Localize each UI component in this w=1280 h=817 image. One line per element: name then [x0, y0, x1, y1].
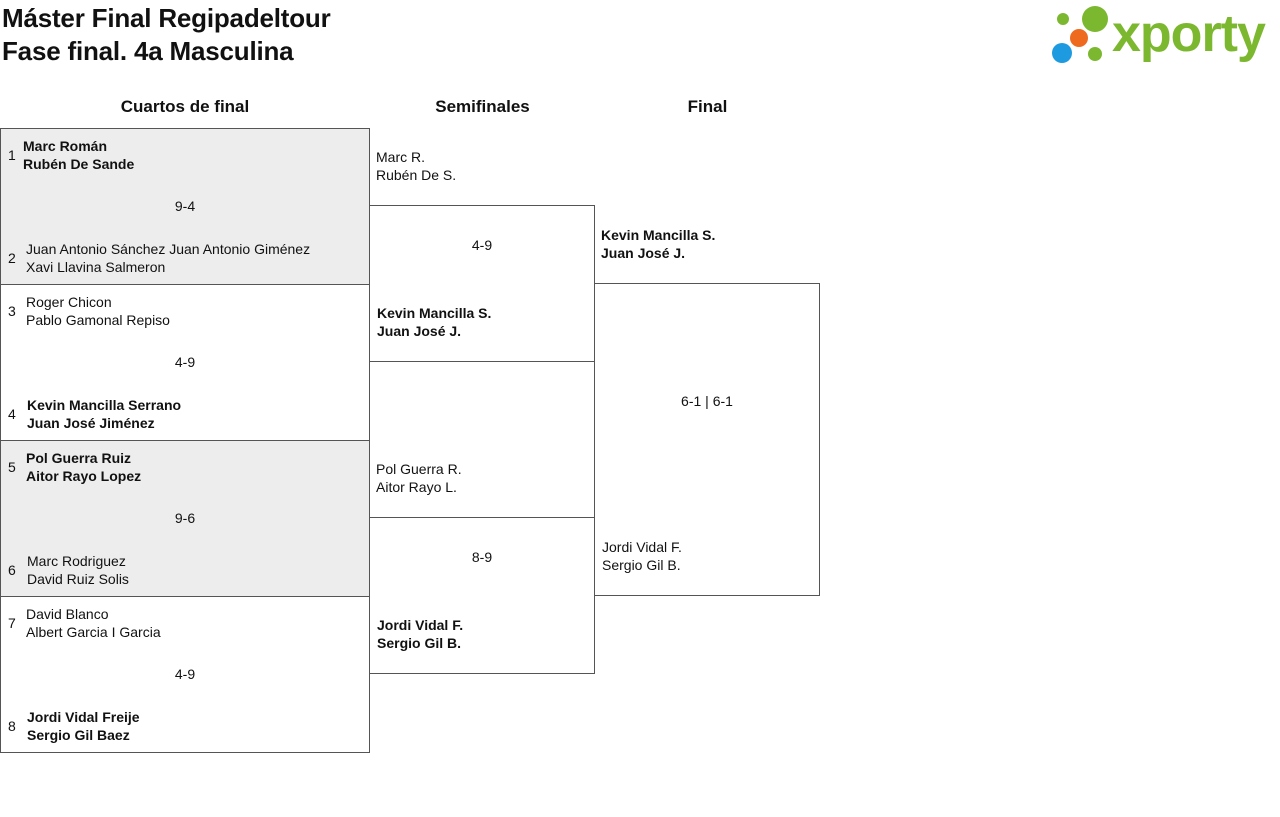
player-name: Juan José J. [377, 323, 462, 339]
seed-number: 8 [8, 718, 16, 734]
player-name: Albert Garcia I Garcia [26, 624, 161, 640]
semifinal-team-entry[interactable]: Kevin Mancilla S. Juan José J. [377, 304, 491, 340]
page-subtitle: Fase final. 4a Masculina [2, 36, 294, 66]
logo-dot-green-bottom [1088, 47, 1102, 61]
quarterfinal-match-2: 3 Roger Chicon Pablo Gamonal Repiso 4-9 … [0, 284, 370, 441]
player-name: Marc R. [376, 149, 425, 165]
logo-dot-orange [1070, 29, 1088, 47]
player-name: Roger Chicon [26, 294, 112, 310]
player-name: Rubén De S. [376, 167, 457, 183]
player-name: Kevin Mancilla Serrano [27, 397, 182, 413]
semifinal-match-2: 8-9 Jordi Vidal F. Sergio Gil B. [369, 517, 595, 674]
player-name: Jordi Vidal Freije [27, 709, 140, 725]
seed-number: 4 [8, 406, 16, 422]
match-score: 4-9 [174, 354, 196, 370]
player-name: Aitor Rayo L. [376, 479, 457, 495]
logo-dot-green-small [1057, 13, 1069, 25]
round-header-semifinals: Semifinales [435, 97, 530, 116]
xporty-logo[interactable]: xporty [1050, 4, 1276, 66]
logo-text: xporty [1112, 5, 1266, 63]
player-name: Sergio Gil B. [377, 635, 462, 651]
player-name: Sergio Gil B. [602, 557, 681, 573]
team-entry[interactable]: Marc Román Rubén De Sande [23, 137, 134, 173]
team-entry[interactable]: Juan Antonio Sánchez Juan Antonio Giméne… [26, 240, 310, 276]
player-name: Pol Guerra Ruiz [26, 450, 132, 466]
round-header-final: Final [687, 97, 728, 116]
seed-number: 5 [8, 459, 16, 475]
player-name: Xavi Llavina Salmeron [26, 259, 166, 275]
logo-dot-blue [1052, 43, 1072, 63]
match-score: 4-9 [471, 237, 493, 253]
team-entry[interactable]: Kevin Mancilla Serrano Juan José Jiménez [27, 396, 181, 432]
final-team-entry[interactable]: Kevin Mancilla S. Juan José J. [601, 226, 715, 262]
final-team-entry[interactable]: Jordi Vidal F. Sergio Gil B. [602, 538, 682, 574]
quarterfinal-match-3: 5 Pol Guerra Ruiz Aitor Rayo Lopez 9-6 6… [0, 440, 370, 597]
final-match: 6-1 | 6-1 Jordi Vidal F. Sergio Gil B. [594, 283, 820, 596]
team-entry[interactable]: David Blanco Albert Garcia I Garcia [26, 605, 161, 641]
team-entry[interactable]: Jordi Vidal Freije Sergio Gil Baez [27, 708, 140, 744]
player-name: Pablo Gamonal Repiso [26, 312, 170, 328]
match-score: 4-9 [174, 666, 196, 682]
player-name: Sergio Gil Baez [27, 727, 130, 743]
player-name: Juan José Jiménez [27, 415, 155, 431]
semifinal-team-entry[interactable]: Jordi Vidal F. Sergio Gil B. [377, 616, 463, 652]
match-score: 9-6 [174, 510, 196, 526]
player-name: Marc Román [23, 138, 108, 154]
player-name: Juan José J. [601, 245, 686, 261]
round-header-quarterfinals: Cuartos de final [120, 97, 250, 116]
player-name: Pol Guerra R. [376, 461, 462, 477]
player-name: Kevin Mancilla S. [601, 227, 716, 243]
quarterfinal-match-4: 7 David Blanco Albert Garcia I Garcia 4-… [0, 596, 370, 753]
player-name: Aitor Rayo Lopez [26, 468, 142, 484]
logo-dot-green-large [1082, 6, 1108, 32]
player-name: David Ruiz Solis [27, 571, 129, 587]
team-entry[interactable]: Roger Chicon Pablo Gamonal Repiso [26, 293, 170, 329]
semifinal-match-1: 4-9 Kevin Mancilla S. Juan José J. [369, 205, 595, 362]
player-name: David Blanco [26, 606, 109, 622]
semifinal-team-entry[interactable]: Pol Guerra R. Aitor Rayo L. [376, 460, 462, 496]
player-name: Marc Rodriguez [27, 553, 126, 569]
match-score: 6-1 | 6-1 [681, 393, 733, 409]
match-score: 9-4 [174, 198, 196, 214]
seed-number: 7 [8, 615, 16, 631]
seed-number: 2 [8, 250, 16, 266]
team-entry[interactable]: Marc Rodriguez David Ruiz Solis [27, 552, 129, 588]
player-name: Rubén De Sande [23, 156, 135, 172]
player-name: Kevin Mancilla S. [377, 305, 492, 321]
player-name: Jordi Vidal F. [377, 617, 464, 633]
seed-number: 3 [8, 303, 16, 319]
match-score: 8-9 [471, 549, 493, 565]
semifinal-team-entry[interactable]: Marc R. Rubén De S. [376, 148, 456, 184]
page-title: Máster Final Regipadeltour [2, 3, 331, 33]
player-name: Juan Antonio Sánchez Juan Antonio Giméne… [26, 241, 311, 257]
seed-number: 6 [8, 562, 16, 578]
seed-number: 1 [8, 147, 16, 163]
quarterfinal-match-1: 1 Marc Román Rubén De Sande 9-4 2 Juan A… [0, 128, 370, 285]
team-entry[interactable]: Pol Guerra Ruiz Aitor Rayo Lopez [26, 449, 141, 485]
player-name: Jordi Vidal F. [602, 539, 682, 555]
